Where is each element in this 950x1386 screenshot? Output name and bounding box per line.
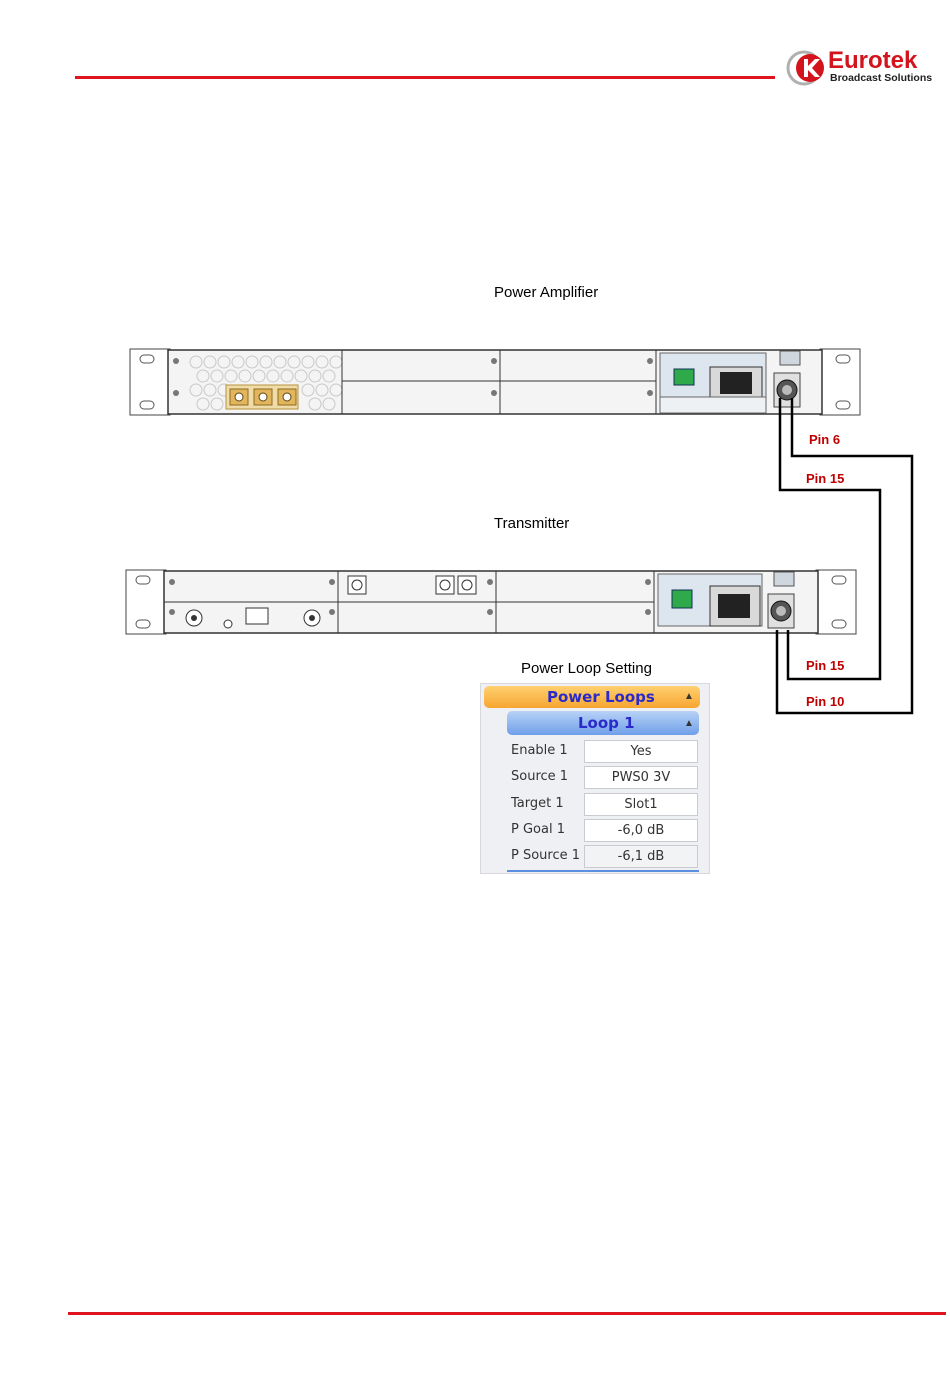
pin6-label: Pin 6	[809, 432, 840, 447]
target-label: Target 1	[511, 796, 564, 811]
enable-label: Enable 1	[511, 743, 568, 758]
p-goal-field[interactable]: -6,0 dB	[584, 819, 698, 842]
p-source-label: P Source 1	[511, 848, 580, 863]
power-amplifier-rear-panel	[128, 347, 862, 419]
p-source-readout: -6,1 dB	[584, 845, 698, 868]
power-amplifier-caption: Power Amplifier	[494, 284, 598, 301]
footer-rule	[68, 1312, 946, 1315]
pin10-label: Pin 10	[806, 694, 844, 709]
pin15-label-amplifier: Pin 15	[806, 471, 844, 486]
pin-wiring-lines	[770, 385, 920, 720]
enable-field[interactable]: Yes	[584, 740, 698, 763]
source-label: Source 1	[511, 769, 568, 784]
logo-tagline: Broadcast Solutions	[830, 72, 932, 84]
loop1-title: Loop 1	[578, 714, 635, 732]
source-field[interactable]: PWS0 3V	[584, 766, 698, 789]
collapse-triangle-icon[interactable]: ▲	[684, 691, 694, 702]
power-loop-setting-caption: Power Loop Setting	[521, 660, 652, 677]
target-field[interactable]: Slot1	[584, 793, 698, 816]
transmitter-caption: Transmitter	[494, 515, 569, 532]
transmitter-rear-panel	[124, 568, 858, 638]
header-rule	[75, 76, 775, 79]
panel-bottom-edge	[507, 870, 699, 872]
eurotek-logo-mark-icon	[784, 47, 830, 89]
collapse-triangle-icon[interactable]: ▲	[684, 718, 694, 729]
logo-wordmark: Eurotek	[828, 47, 917, 75]
p-goal-label: P Goal 1	[511, 822, 565, 837]
pin15-label-transmitter: Pin 15	[806, 658, 844, 673]
power-loops-title: Power Loops	[547, 688, 655, 706]
